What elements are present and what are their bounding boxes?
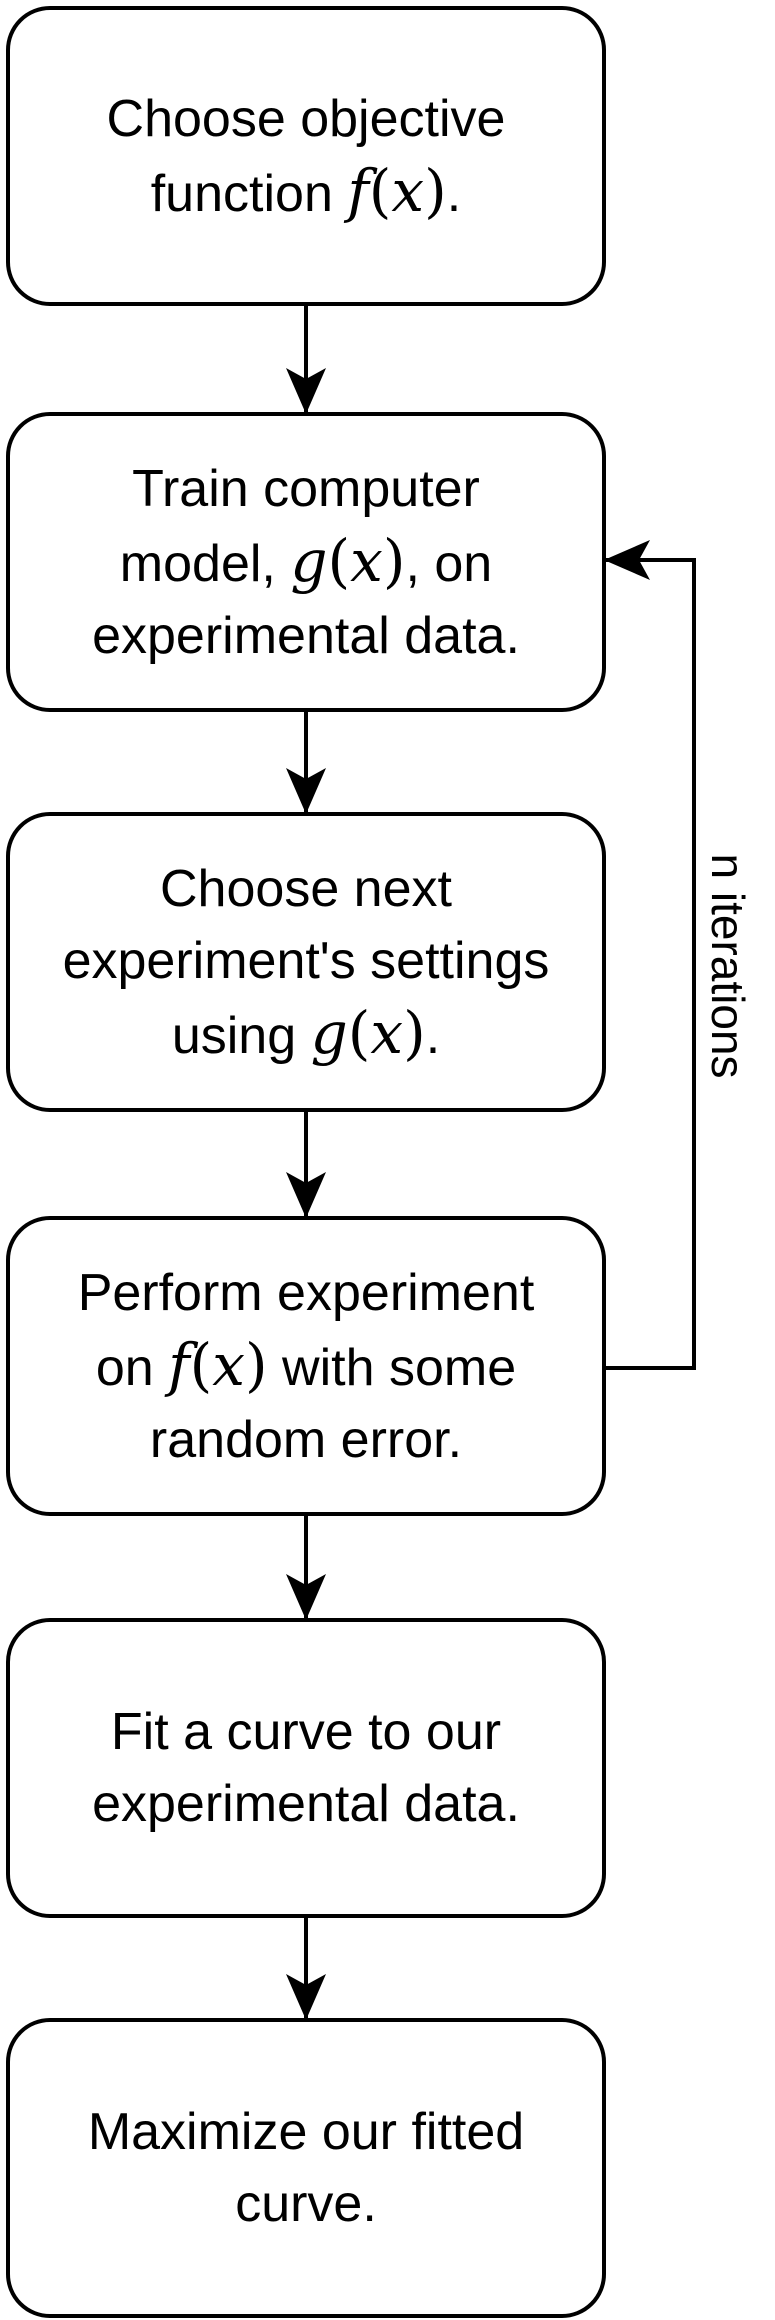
step-box-perform-experiment: Perform experiment on f(x) with some rando… — [6, 1216, 606, 1516]
step-text-fragment: Train computer — [132, 459, 480, 518]
step-text-fragment: experiment's settings — [62, 931, 550, 990]
step-text-choose-objective: Choose objective function f(x). — [107, 83, 506, 230]
math-expression: g(x) — [290, 526, 406, 595]
math-expression: f(x) — [168, 1330, 268, 1399]
math-expression: g(x) — [310, 998, 426, 1067]
step-text-fragment: model, — [119, 534, 291, 593]
loop-label-n-iterations: n iterations — [702, 853, 754, 1079]
step-box-choose-objective: Choose objective function f(x). — [6, 6, 606, 306]
step-text-choose-settings: Choose next experiment's settings using g(… — [63, 853, 550, 1072]
step-text-fragment: on — [95, 1338, 169, 1397]
step-text-fragment: . — [446, 164, 462, 223]
step-text-fragment: . — [425, 1006, 441, 1065]
step-text-fragment: experimental data. — [92, 1775, 520, 1833]
step-text-fragment: random error. — [149, 1410, 463, 1469]
loop-arrow-iterations — [604, 540, 696, 1370]
step-text-fragment: with some — [267, 1338, 517, 1397]
step-text-fit-curve: Fit a curve to our experimental data. — [92, 1696, 520, 1840]
step-text-train-model: Train computer model, g(x), on experimenta… — [92, 453, 520, 672]
step-text-fragment: Choose objective — [106, 89, 506, 148]
step-text-perform-experiment: Perform experiment on f(x) with some rando… — [78, 1257, 535, 1476]
step-box-maximize-curve: Maximize our fitted curve. — [6, 2018, 606, 2318]
step-box-fit-curve: Fit a curve to our experimental data. — [6, 1618, 606, 1918]
step-text-fragment: Fit a curve to our — [110, 1703, 502, 1761]
step-text-fragment: , on — [405, 534, 493, 593]
step-text-maximize-curve: Maximize our fitted curve. — [88, 2096, 524, 2240]
step-text-fragment: Perform experiment — [77, 1263, 535, 1322]
step-box-train-model: Train computer model, g(x), on experimenta… — [6, 412, 606, 712]
math-expression: f(x) — [347, 156, 447, 225]
step-text-fragment: experimental data. — [92, 606, 520, 665]
step-text-fragment: using — [171, 1006, 311, 1065]
step-text-fragment: Maximize our fitted — [87, 2103, 525, 2161]
step-text-fragment: Choose next — [160, 859, 452, 918]
step-box-choose-settings: Choose next experiment's settings using g(… — [6, 812, 606, 1112]
step-text-fragment: curve. — [235, 2175, 377, 2233]
step-text-fragment: function — [150, 164, 348, 223]
